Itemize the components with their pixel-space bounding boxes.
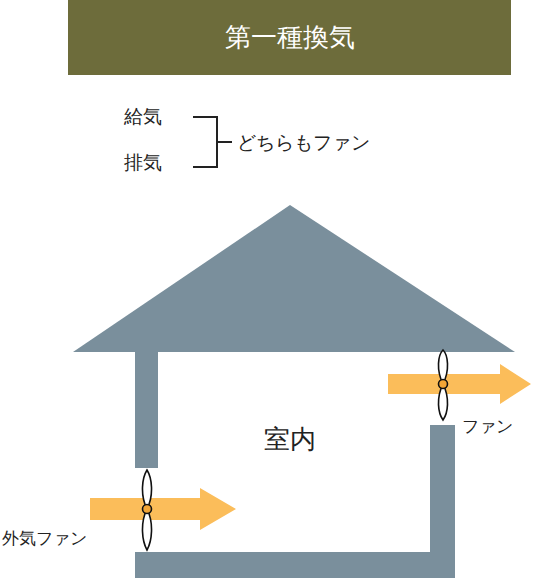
exhaust-arrow	[388, 364, 531, 404]
title: 第一種換気	[225, 22, 355, 53]
left-wall	[135, 350, 158, 468]
supply-fan	[142, 470, 151, 550]
supply-label: 給気	[124, 105, 162, 128]
roof	[73, 205, 515, 352]
fan-label: ファン	[462, 416, 513, 436]
supply-arrow	[90, 488, 236, 530]
outside-fan-label: 外気ファン	[2, 528, 87, 548]
bracket	[217, 141, 232, 143]
bracket	[193, 117, 217, 167]
floor	[135, 552, 455, 578]
room-label: 室内	[264, 424, 316, 455]
exhaust-fan	[438, 350, 447, 420]
both-fan-label: どちらもファン	[237, 131, 370, 154]
exhaust-label: 排気	[124, 151, 162, 174]
